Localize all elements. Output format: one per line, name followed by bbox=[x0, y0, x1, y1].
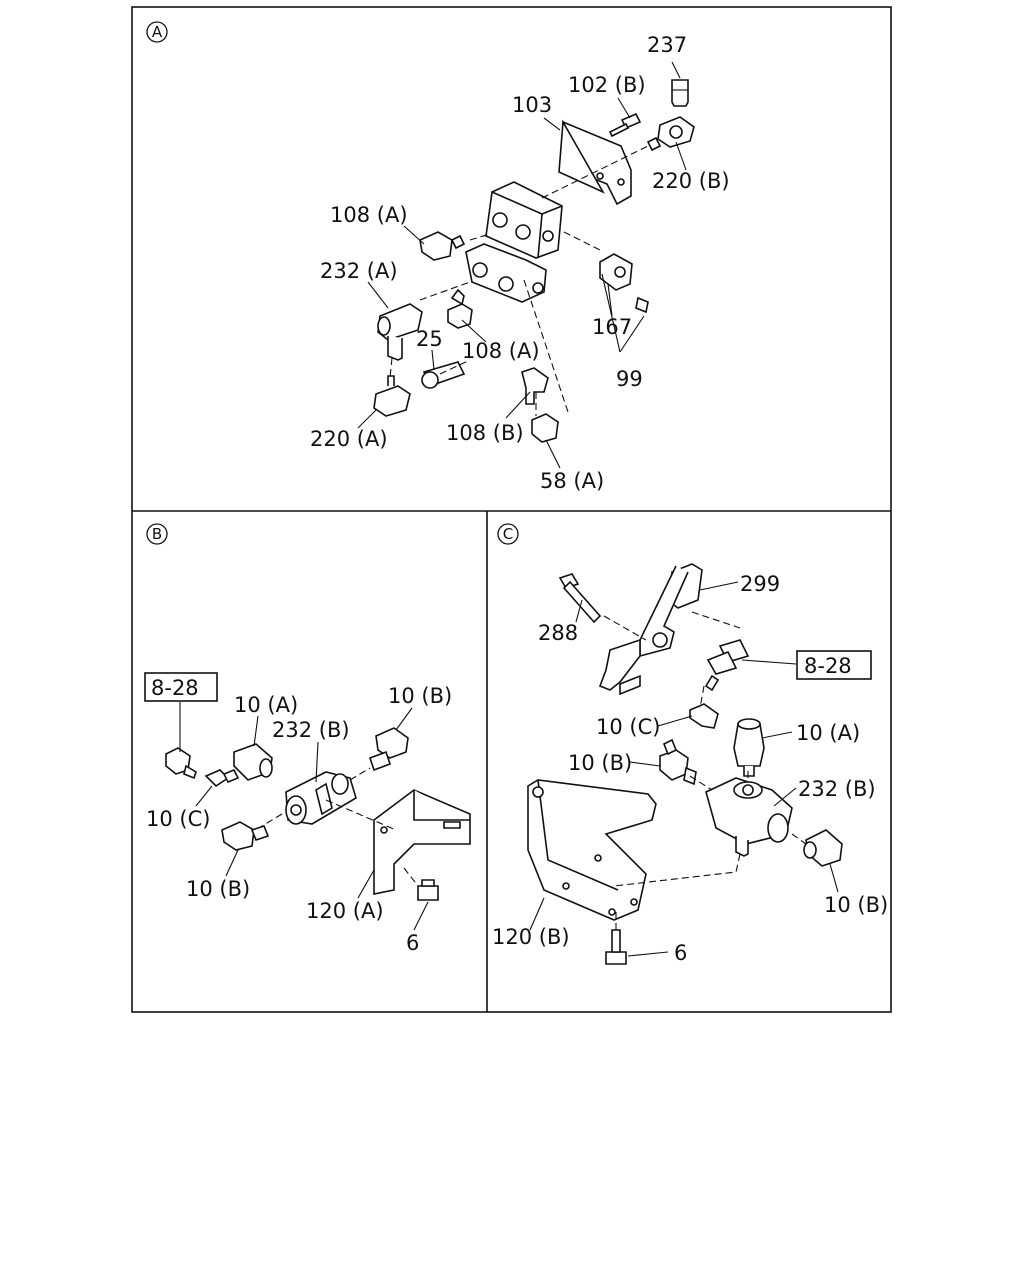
ref-8-28-c: 8-28 bbox=[804, 654, 852, 678]
ref-8-28-b: 8-28 bbox=[151, 676, 199, 700]
part-bracket-299 bbox=[598, 563, 703, 696]
part-fitting-10b-top-b bbox=[368, 727, 409, 772]
label-103: 103 bbox=[512, 93, 552, 117]
panel-a: 237 102 (B) 103 220 (B) 108 (A) 232 (A) … bbox=[310, 33, 730, 493]
label-288: 288 bbox=[538, 621, 578, 645]
panel-a-badge: A bbox=[146, 21, 168, 43]
part-bolt-6-c bbox=[605, 929, 627, 965]
part-sensor-b bbox=[165, 747, 197, 780]
part-fitting-10a-b bbox=[233, 743, 273, 781]
label-232b-c: 232 (B) bbox=[798, 777, 876, 801]
label-120b: 120 (B) bbox=[492, 925, 570, 949]
label-232a: 232 (A) bbox=[320, 259, 398, 283]
panel-a-letter: A bbox=[152, 23, 163, 41]
part-bolt-102b bbox=[608, 112, 642, 138]
part-bracket-120b bbox=[527, 779, 657, 921]
panel-c: 8-28 299 288 10 (C) 10 (A) 10 (B) 232 (B… bbox=[492, 563, 888, 965]
part-sensor-c bbox=[704, 639, 750, 692]
label-10a-c: 10 (A) bbox=[796, 721, 860, 745]
label-10b-top-b: 10 (B) bbox=[388, 684, 452, 708]
label-6-c: 6 bbox=[674, 941, 687, 965]
part-fitting-25 bbox=[421, 361, 466, 389]
label-299: 299 bbox=[740, 572, 780, 596]
part-fitting-58a bbox=[531, 413, 559, 443]
label-10b-top-c: 10 (B) bbox=[568, 751, 632, 775]
part-bolt-6-b bbox=[417, 879, 439, 901]
label-108a-top: 108 (A) bbox=[330, 203, 408, 227]
panel-c-letter: C bbox=[503, 525, 513, 543]
part-elbow-108b bbox=[521, 367, 549, 405]
part-tee-220b bbox=[646, 116, 695, 152]
label-25: 25 bbox=[416, 327, 443, 351]
panel-c-badge: C bbox=[497, 523, 519, 545]
part-bracket-120a bbox=[373, 789, 471, 895]
panel-b: 8-28 10 (A) 10 (B) 232 (B) 10 (C) 10 (B)… bbox=[144, 672, 471, 955]
label-108a-mid: 108 (A) bbox=[462, 339, 540, 363]
label-10a-b: 10 (A) bbox=[234, 693, 298, 717]
panel-b-badge: B bbox=[146, 523, 168, 545]
diagram-frame bbox=[131, 6, 892, 1013]
label-10c-b: 10 (C) bbox=[146, 807, 210, 831]
part-valve-232b-c bbox=[705, 777, 793, 857]
label-10b-right-c: 10 (B) bbox=[824, 893, 888, 917]
part-fitting-10c-c bbox=[689, 703, 719, 729]
part-fitting-10b-top-c bbox=[659, 738, 697, 786]
label-10c-c: 10 (C) bbox=[596, 715, 660, 739]
part-fitting-10b-right-c bbox=[803, 829, 843, 867]
ref-box-8-28-c bbox=[796, 650, 872, 680]
panel-b-letter: B bbox=[152, 525, 162, 543]
label-237: 237 bbox=[647, 33, 687, 57]
part-bracket-103 bbox=[558, 119, 632, 206]
part-bolt-99 bbox=[635, 296, 649, 314]
label-108b: 108 (B) bbox=[446, 421, 524, 445]
part-tee-220a bbox=[373, 375, 411, 417]
part-valve-block bbox=[465, 181, 563, 303]
label-220a: 220 (A) bbox=[310, 427, 388, 451]
part-bolt-288 bbox=[558, 573, 602, 624]
label-167: 167 bbox=[592, 315, 632, 339]
part-fitting-108a-mid bbox=[447, 288, 473, 329]
label-6-b: 6 bbox=[406, 931, 419, 955]
label-120a: 120 (A) bbox=[306, 899, 384, 923]
label-58a: 58 (A) bbox=[540, 469, 604, 493]
part-cap-237 bbox=[671, 79, 689, 107]
label-10b-bot-b: 10 (B) bbox=[186, 877, 250, 901]
part-elbow-108a-top bbox=[419, 231, 466, 261]
label-232b-b: 232 (B) bbox=[272, 718, 350, 742]
label-102b: 102 (B) bbox=[568, 73, 646, 97]
part-valve-232b-b bbox=[285, 771, 357, 825]
label-99: 99 bbox=[616, 367, 643, 391]
ref-box-8-28-b bbox=[144, 672, 218, 702]
part-fitting-10a-c bbox=[733, 718, 765, 777]
part-fitting-10b-bot-b bbox=[221, 821, 270, 851]
label-220b: 220 (B) bbox=[652, 169, 730, 193]
part-fitting-10c-b bbox=[204, 768, 240, 788]
part-tee-232a bbox=[377, 303, 423, 361]
part-fitting-167 bbox=[599, 253, 633, 291]
